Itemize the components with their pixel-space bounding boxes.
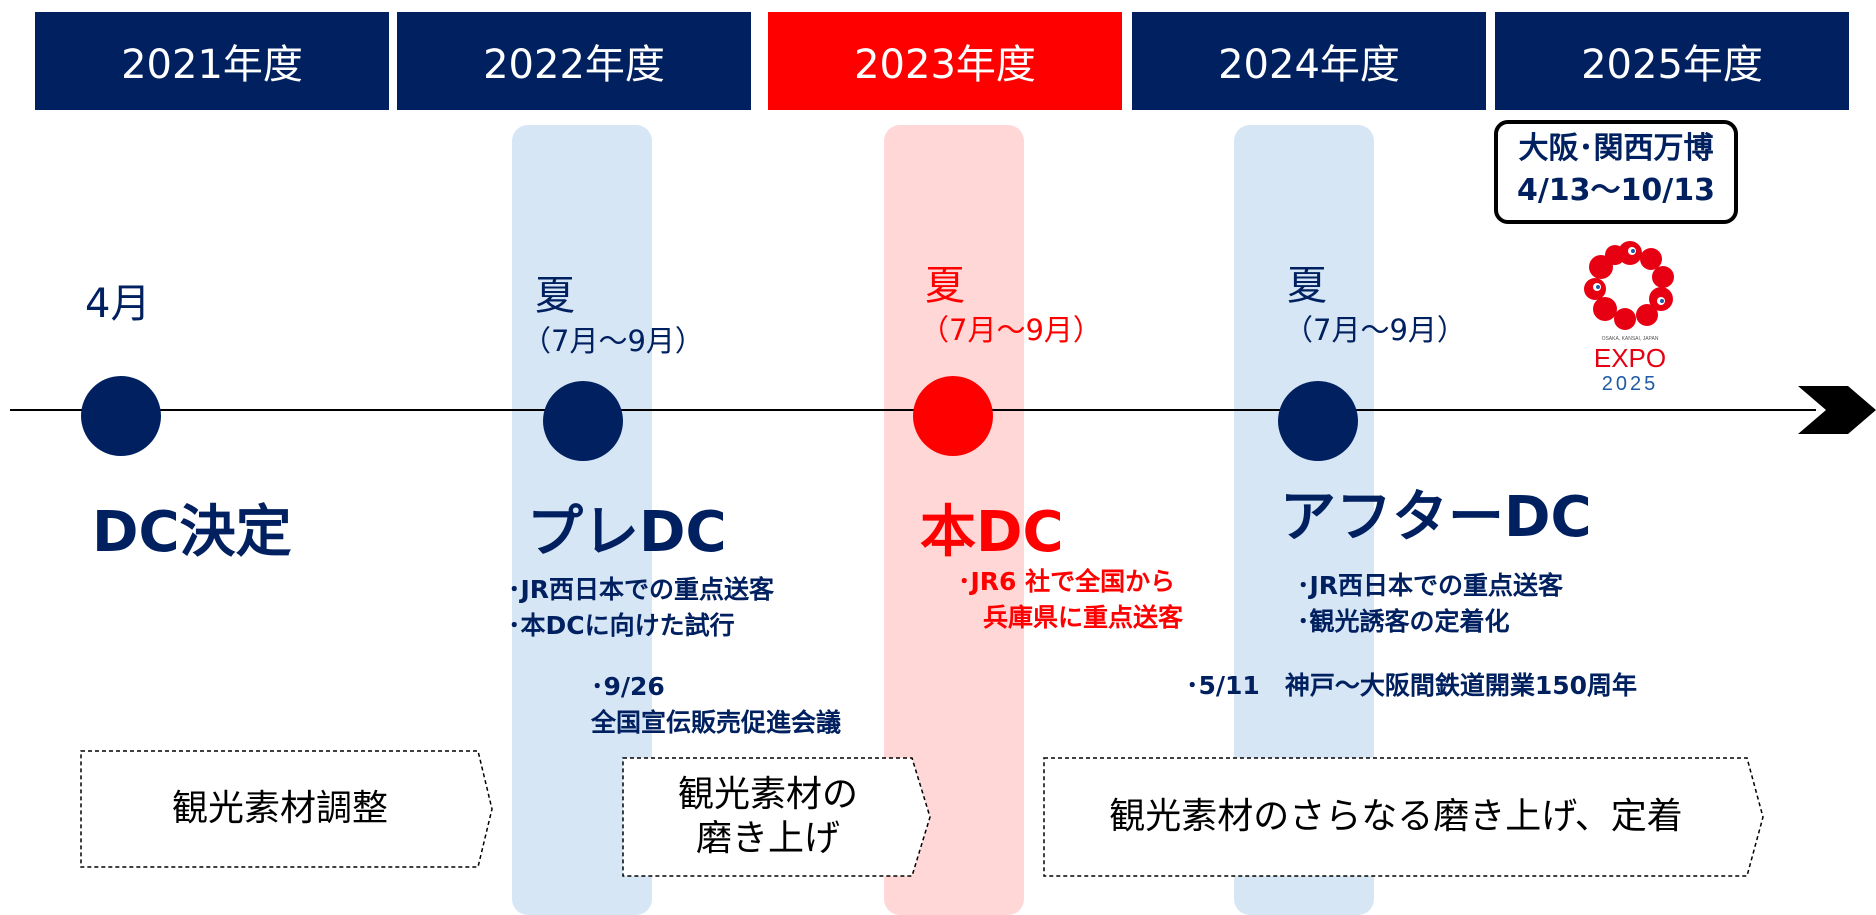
pre-dc-label: プレDC [527,500,727,565]
activity-text-3: 観光素材のさらなる磨き上げ、定着 [1109,796,1683,837]
expo-dates: 4/13〜10/13 [1516,173,1716,208]
expo-logo-year: 2025 [1602,373,1659,395]
activity-box-2: 観光素材の 磨き上げ [622,757,932,877]
main-dc-note-1: ･JR6 社で全国から [958,567,1176,596]
main-dc-note-2: 兵庫県に重点送客 [983,603,1184,632]
after-dc-note-1: ･JR西日本での重点送客 [1297,571,1564,600]
expo-logo-word: EXPO [1594,343,1666,373]
activity-text-2: 観光素材の 磨き上げ [622,757,932,877]
activity-text-1: 観光素材調整 [171,788,388,829]
after-dc-range: （7月〜9月） [1284,313,1466,347]
year-2023: 2023年度 [768,12,1122,110]
milestone-dot-dc-decision [81,376,161,456]
expo-2025-logo: OSAKA, KANSAI, JAPAN EXPO 2025 [1575,235,1685,395]
main-dc-label: 本DC [920,500,1064,565]
year-2024: 2024年度 [1132,12,1486,110]
year-2025: 2025年度 [1495,12,1849,110]
main-dc-season: 夏 [925,263,965,309]
after-dc-notes: ･JR西日本での重点送客 ･観光誘客の定着化 [1297,568,1563,640]
pre-dc-season: 夏 [535,273,575,319]
pre-dc-event: ･9/26 全国宣伝販売促進会議 [591,669,841,741]
pre-dc-event-name: 全国宣伝販売促進会議 [591,708,842,737]
year-2021: 2021年度 [35,12,389,110]
main-dc-notes: ･JR6 社で全国から 兵庫県に重点送客 [958,564,1183,636]
pre-dc-note-2: ･本DCに向けた試行 [508,611,735,640]
pre-dc-notes: ･JR西日本での重点送客 ･本DCに向けた試行 [508,572,774,644]
after-dc-label: アフターDC [1280,485,1592,550]
year-2022: 2022年度 [397,12,751,110]
milestone-dot-main-dc [913,376,993,456]
activity-box-3: 観光素材のさらなる磨き上げ、定着 [1043,757,1765,877]
activity-box-1: 観光素材調整 [80,750,494,868]
after-dc-event: ･5/11 神戸〜大阪間鉄道開業150周年 [1186,671,1638,700]
expo-logo-small: OSAKA, KANSAI, JAPAN [1602,336,1659,342]
pre-dc-range: （7月〜9月） [522,324,704,358]
milestone-dot-pre-dc [543,381,623,461]
after-dc-note-2: ･観光誘客の定着化 [1297,607,1510,636]
dc-decision-month: 4月 [85,281,151,327]
pre-dc-event-date: ･9/26 [591,672,665,701]
main-dc-range: （7月〜9月） [920,313,1102,347]
activity-text-2-line1: 観光素材の [677,774,858,815]
activity-text-2-line2: 磨き上げ [695,818,840,859]
timeline-arrowhead [1798,386,1876,434]
after-dc-season: 夏 [1287,263,1327,309]
milestone-dot-after-dc [1278,381,1358,461]
dc-decision-label: DC決定 [92,500,292,565]
expo-title: 大阪･関西万博 [1518,131,1714,166]
pre-dc-note-1: ･JR西日本での重点送客 [508,575,775,604]
expo-period-box: 大阪･関西万博 4/13〜10/13 [1494,120,1738,224]
